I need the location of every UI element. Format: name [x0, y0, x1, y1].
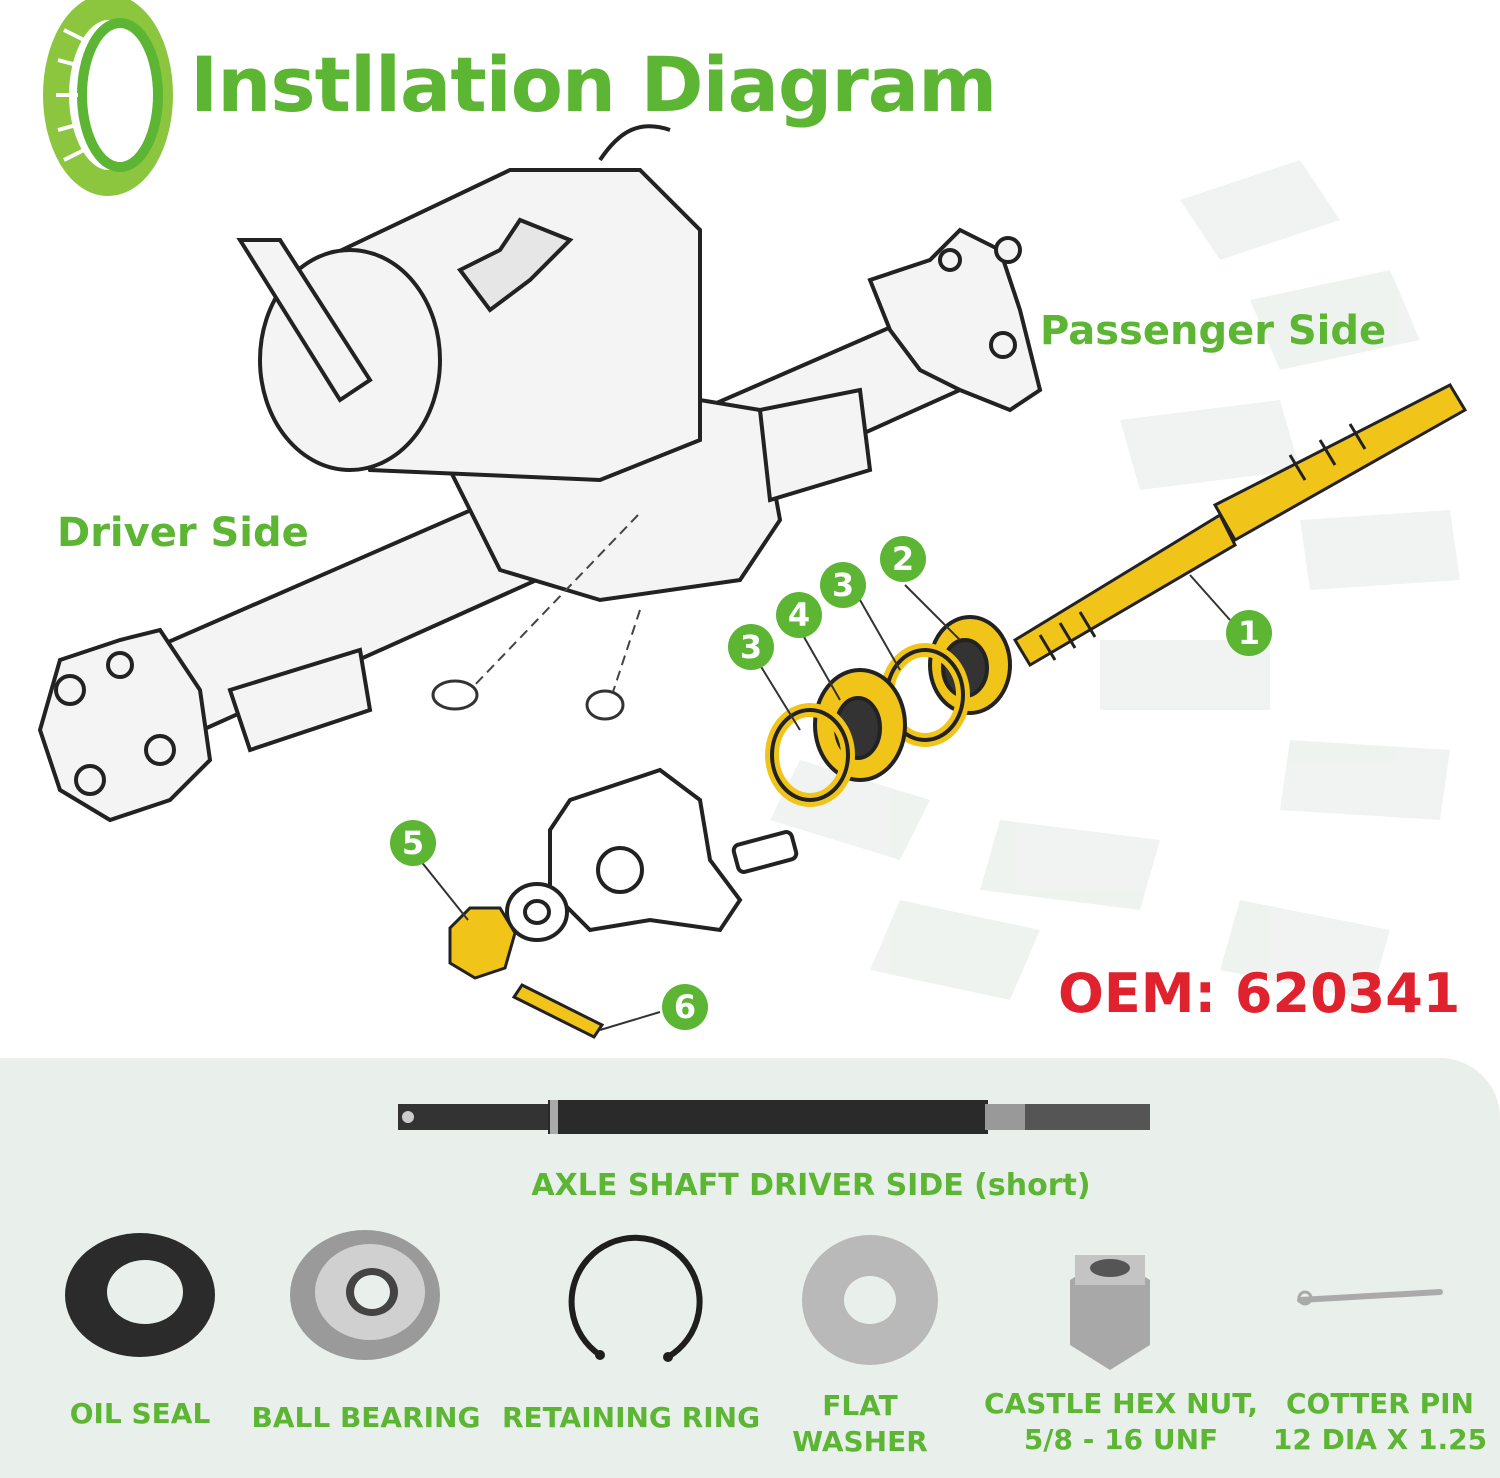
- part-label-oil-seal: OIL SEAL: [69, 1397, 211, 1430]
- axle-shaft-caption: AXLE SHAFT DRIVER SIDE (short): [531, 1168, 1091, 1203]
- callout-3: 3: [820, 562, 866, 608]
- tire-icon: [43, 0, 173, 196]
- axle-shaft-highlight: [1012, 383, 1468, 668]
- castle-nut-photo: [1070, 1255, 1150, 1370]
- callout-5: 5: [390, 820, 436, 866]
- oil-seal-photo: [65, 1233, 215, 1357]
- exploded-diagram: [37, 124, 1468, 1039]
- nut-pin-highlight: [448, 906, 605, 1039]
- retaining-ring-photo: [568, 1234, 703, 1362]
- bearing-stack-highlight: [765, 615, 1012, 807]
- rear-axle-assembly: [37, 124, 1043, 823]
- part-label-retaining-ring: RETAINING RING: [501, 1401, 761, 1434]
- ball-bearing-photo: [290, 1230, 440, 1360]
- cotter-pin-photo: [1297, 1289, 1443, 1306]
- driver-side-label: Driver Side: [57, 510, 309, 556]
- callout-2: 2: [880, 536, 926, 582]
- part-label-ball-bearing: BALL BEARING: [251, 1401, 481, 1434]
- flat-washer-photo: [802, 1235, 938, 1365]
- part-label-cotter-pin: COTTER PIN 12 DIA X 1.25: [1272, 1387, 1488, 1456]
- part-label-castle-nut: CASTLE HEX NUT, 5/8 - 16 UNF: [983, 1387, 1258, 1456]
- callout-1: 1: [1226, 610, 1272, 656]
- passenger-side-label: Passenger Side: [1040, 308, 1387, 354]
- hub-exploded: [505, 767, 799, 942]
- page-title: Instllation Diagram: [190, 40, 997, 129]
- callout-3-second: 3: [728, 624, 774, 670]
- part-label-flat-washer: FLAT WASHER: [792, 1389, 928, 1458]
- callout-6: 6: [662, 984, 708, 1030]
- oem-number: OEM: 620341: [1058, 962, 1461, 1025]
- callout-4: 4: [776, 592, 822, 638]
- axle-shaft-photo: [398, 1100, 1150, 1134]
